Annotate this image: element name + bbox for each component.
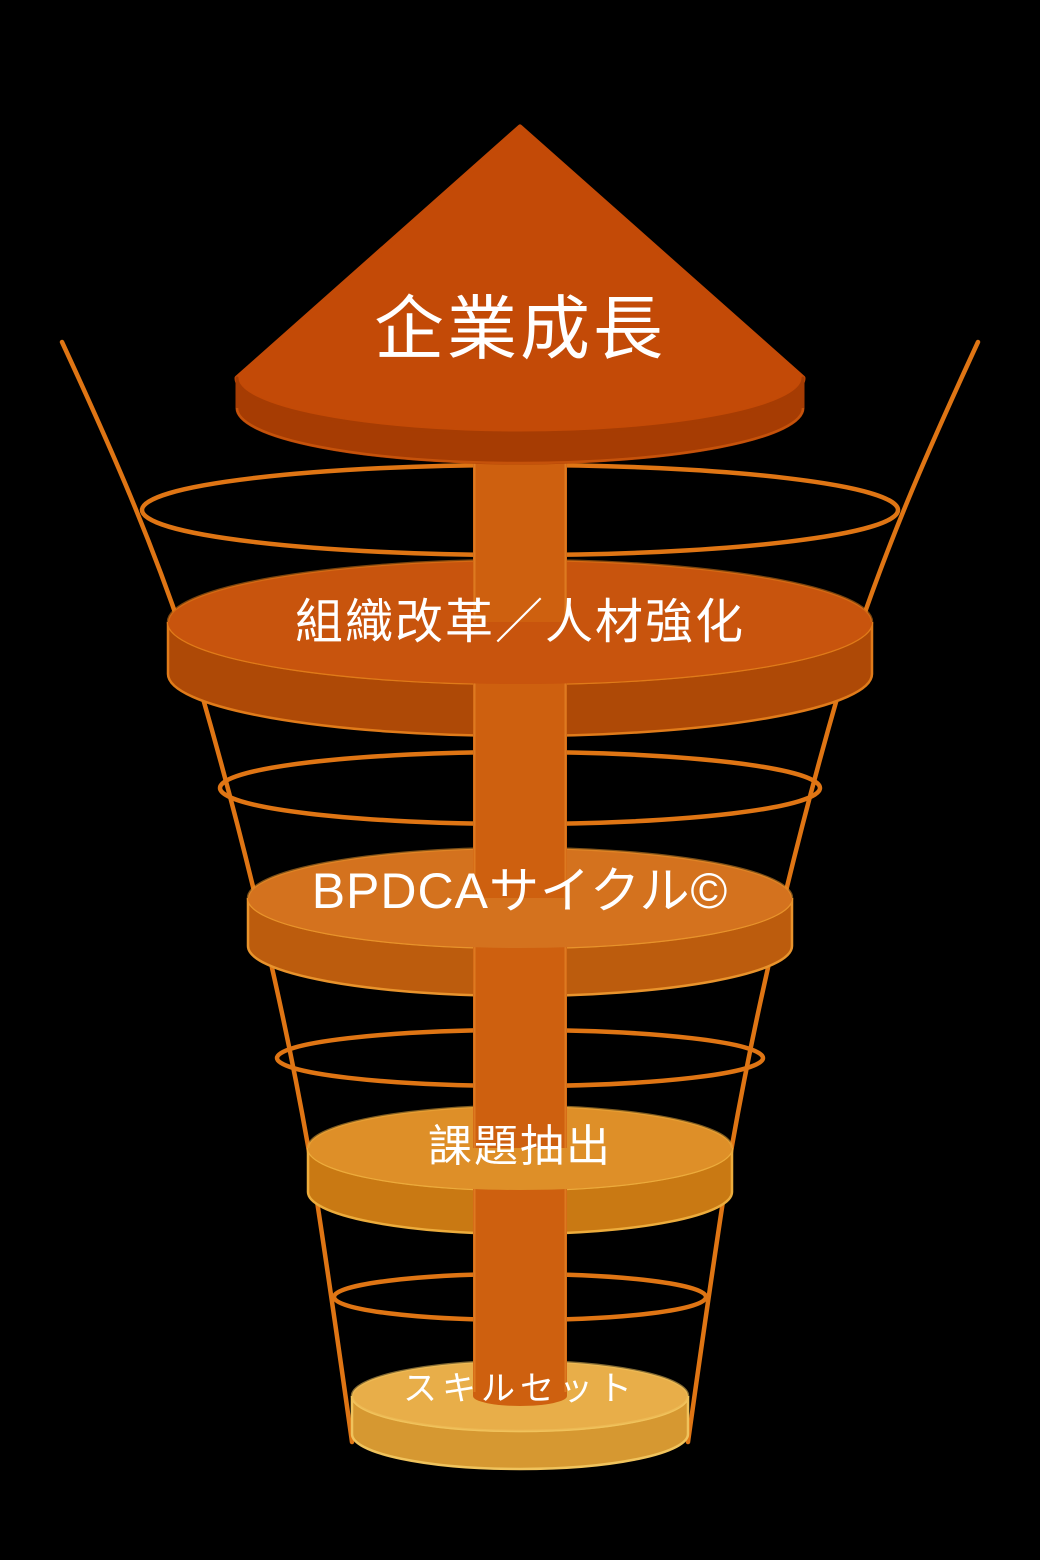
- level-2-label: BPDCAサイクル©: [312, 863, 729, 919]
- cone-face: [234, 124, 806, 436]
- apex-title: 企業成長: [374, 290, 666, 368]
- disc-1-front-overlay: [168, 622, 872, 684]
- disc-3-front-overlay: [308, 1148, 732, 1190]
- level-labels: 組織改革／人材強化 BPDCAサイクル© 課題抽出 スキルセット: [295, 596, 745, 1408]
- level-4-label: スキルセット: [403, 1370, 637, 1408]
- level-3-label: 課題抽出: [428, 1122, 612, 1171]
- disc-front-overlays: [168, 622, 872, 1190]
- level-1-label: 組織改革／人材強化: [295, 596, 745, 649]
- cone-rim-bottom-edge: [235, 407, 805, 465]
- growth-arrow-cone: 企業成長: [234, 124, 806, 465]
- disc-2-front-overlay: [248, 898, 792, 948]
